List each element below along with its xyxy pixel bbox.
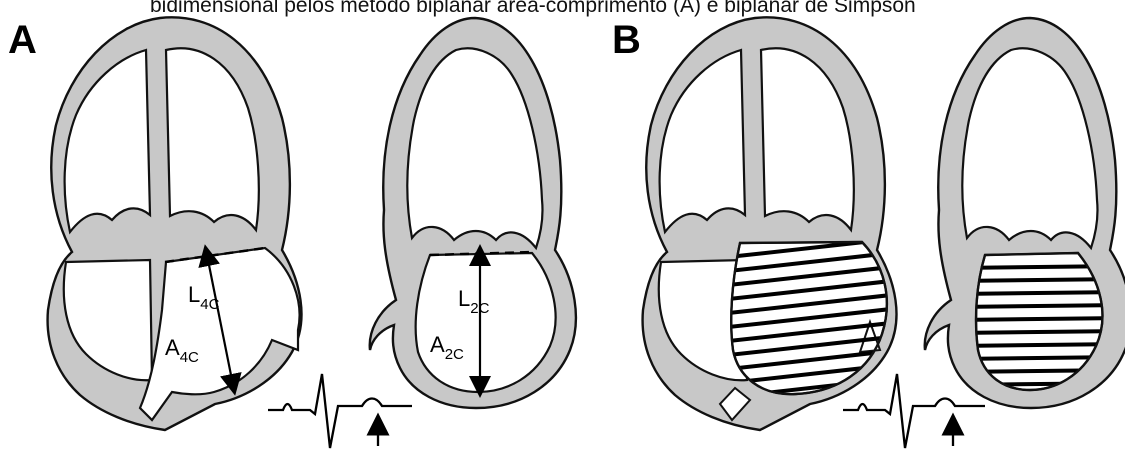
ecg-trace-b [843, 374, 985, 448]
ecg-trace-a [268, 374, 412, 448]
panel-a-two-chamber-view [370, 18, 576, 408]
panel-a-four-chamber-view [48, 17, 302, 430]
